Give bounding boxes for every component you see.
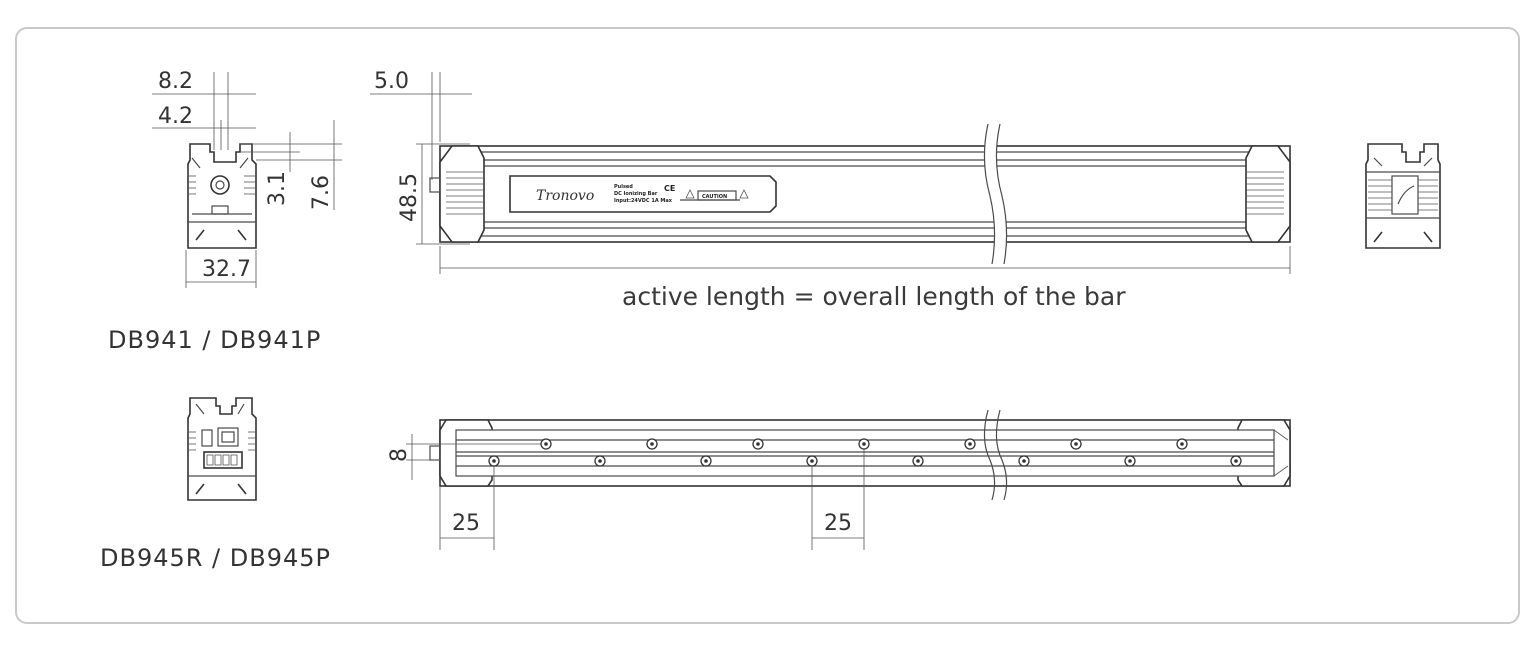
label-line1: Pulsed — [614, 184, 633, 190]
end-view-db941 — [152, 72, 342, 288]
emitter-point-center — [704, 459, 708, 463]
dim-8-2: 8.2 — [158, 69, 193, 94]
drawing-frame — [15, 27, 1520, 624]
dim-3-1: 3.1 — [265, 171, 290, 206]
label-brand: Tronovo — [536, 188, 594, 204]
emitter-point-center — [492, 459, 496, 463]
emitter-point-center — [544, 442, 548, 446]
length-note: active length = overall length of the ba… — [622, 282, 1126, 311]
label-caution: CAUTION — [702, 194, 727, 200]
emitter-point-center — [650, 442, 654, 446]
emitter-point-center — [1180, 442, 1184, 446]
model-caption-db941: DB941 / DB941P — [108, 326, 321, 354]
emitter-point-center — [1234, 459, 1238, 463]
label-line2: DC Ionizing Bar — [614, 191, 658, 197]
dim-25-left: 25 — [452, 511, 480, 536]
dim-8: 8 — [387, 448, 412, 462]
label-line3: Input:24VDC 1A Max — [614, 198, 673, 204]
end-view-right — [1365, 143, 1441, 249]
emitter-point-center — [810, 459, 814, 463]
dim-48-5: 48.5 — [397, 173, 422, 222]
emitter-point-center — [756, 442, 760, 446]
emitter-points — [488, 438, 1242, 467]
end-view-db945 — [187, 397, 257, 501]
emitter-point-center — [862, 442, 866, 446]
label-ce: CE — [664, 184, 675, 193]
dim-25-middle: 25 — [824, 511, 852, 536]
emitter-point-center — [1022, 459, 1026, 463]
emitter-point-center — [598, 459, 602, 463]
emitter-point-center — [1074, 442, 1078, 446]
dim-32-7: 32.7 — [202, 257, 251, 282]
dim-4-2: 4.2 — [158, 104, 193, 129]
emitter-point-center — [916, 459, 920, 463]
dim-5-0: 5.0 — [374, 69, 409, 94]
dim-7-6: 7.6 — [309, 175, 334, 210]
model-caption-db945: DB945R / DB945P — [100, 544, 331, 572]
emitter-point-center — [968, 442, 972, 446]
bar-side-view-top — [370, 72, 1291, 274]
emitter-point-center — [1128, 459, 1132, 463]
